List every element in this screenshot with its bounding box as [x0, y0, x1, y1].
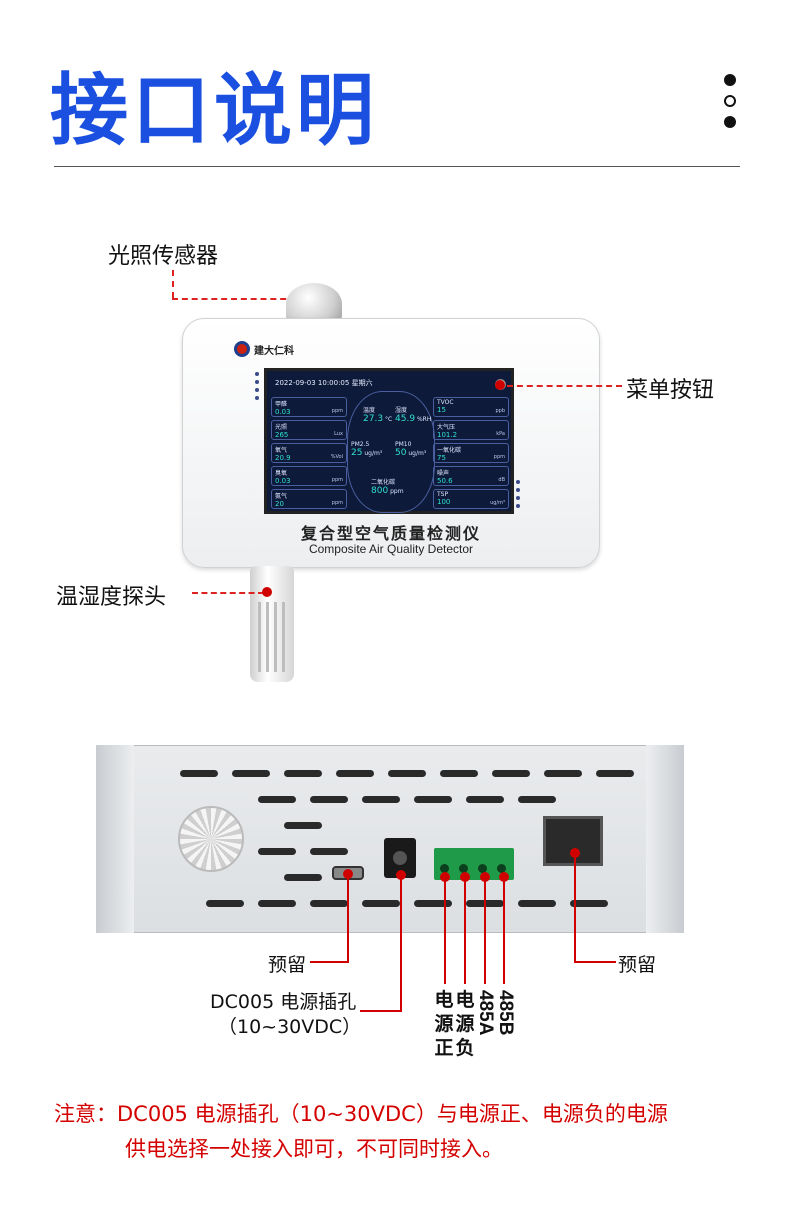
brand-logo: 建大仁科 — [234, 341, 294, 357]
label-485a: 485A — [475, 990, 496, 1036]
callout-temp-humidity-probe: 温湿度探头 — [56, 585, 167, 610]
vent-slot — [310, 900, 348, 907]
indicator-dots — [516, 480, 524, 512]
leader-line — [172, 270, 174, 298]
page-title: 接口说明 — [50, 66, 379, 156]
screen-datetime: 2022-09-03 10:00:05 星期六 — [275, 379, 373, 387]
label-reserved-left: 预留 — [268, 954, 307, 976]
vent-slot — [492, 770, 530, 777]
vent-slot — [570, 900, 608, 907]
vent-slot — [284, 822, 322, 829]
screen-center-ring — [347, 391, 435, 513]
indicator-dots — [255, 372, 263, 404]
label-485b: 485B — [495, 990, 516, 1036]
callout-marker — [262, 587, 272, 597]
vent-slot — [414, 900, 452, 907]
device-back-edge — [96, 745, 134, 933]
dot-hollow-icon — [724, 95, 736, 107]
vent-slot — [518, 796, 556, 803]
rj45-reserved-port — [543, 816, 603, 866]
vent-slot — [206, 900, 244, 907]
label-reserved-right: 预留 — [618, 954, 657, 976]
product-name-en: Composite Air Quality Detector — [308, 542, 474, 556]
note-line-1: 注意：DC005 电源插孔（10~30VDC）与电源正、电源负的电源 — [54, 1102, 668, 1126]
callout-marker — [495, 380, 505, 390]
callout-light-sensor: 光照传感器 — [108, 244, 219, 269]
brand-logo-icon — [234, 341, 250, 357]
dot-filled-icon — [724, 116, 736, 128]
vent-slot — [362, 900, 400, 907]
label-dc-jack: DC005 电源插孔 — [210, 991, 357, 1013]
leader-line — [507, 385, 622, 387]
product-name-cn: 复合型空气质量检测仪 — [300, 524, 481, 543]
device-back-edge — [646, 745, 684, 933]
dots-decoration — [724, 74, 738, 137]
header-divider — [54, 166, 740, 167]
vent-slot — [414, 796, 452, 803]
label-power-negative: 电源负 — [455, 989, 475, 1059]
dot-filled-icon — [724, 74, 736, 86]
vent-slot — [180, 770, 218, 777]
vent-slot — [232, 770, 270, 777]
leader-line — [192, 592, 264, 594]
vent-slot — [310, 848, 348, 855]
vent-slot — [258, 796, 296, 803]
leader-line — [172, 298, 296, 300]
vent-slot — [284, 874, 322, 881]
vent-slot — [466, 796, 504, 803]
vent-slot — [258, 900, 296, 907]
label-dc-range: （10~30VDC） — [218, 1016, 362, 1038]
vent-slot — [362, 796, 400, 803]
vent-slot — [258, 848, 296, 855]
vent-slot — [388, 770, 426, 777]
temp-humidity-probe — [250, 566, 294, 682]
vent-slot — [336, 770, 374, 777]
note-line-2: 供电选择一处接入即可，不可同时接入。 — [125, 1137, 503, 1161]
vent-slot — [440, 770, 478, 777]
vent-slot — [596, 770, 634, 777]
vent-grille — [178, 806, 244, 872]
brand-name: 建大仁科 — [254, 345, 294, 357]
vent-slot — [284, 770, 322, 777]
label-power-positive: 电源正 — [434, 989, 454, 1059]
vent-slot — [544, 770, 582, 777]
vent-slot — [310, 796, 348, 803]
callout-menu-button: 菜单按钮 — [626, 378, 715, 403]
vent-slot — [518, 900, 556, 907]
